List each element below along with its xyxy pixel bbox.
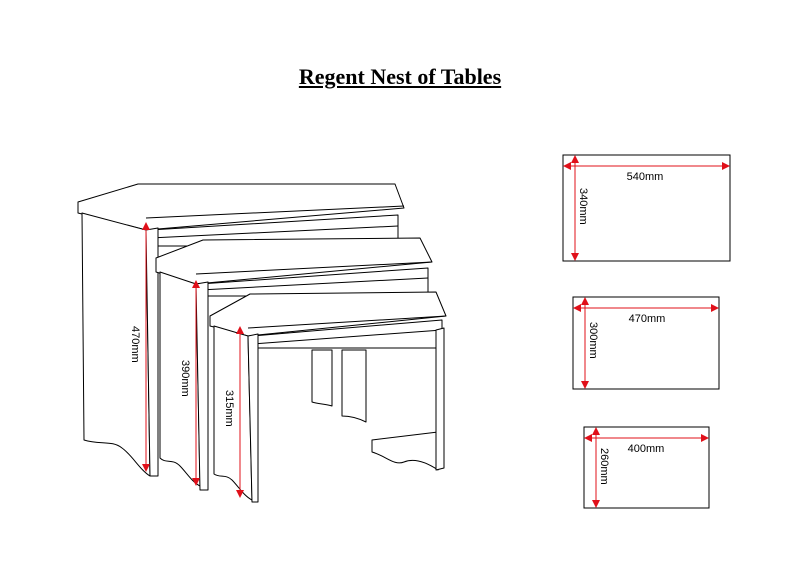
top-view-medium-depth-label: 300mm — [587, 322, 599, 359]
top-view-large-outline — [562, 154, 731, 262]
top-view-small-depth-label: 260mm — [598, 448, 610, 485]
rear-legs — [311, 349, 439, 471]
small-table — [209, 291, 447, 503]
large-height-label: 470mm — [129, 326, 141, 363]
large-table-top — [77, 183, 405, 231]
top-view-small: 400mm 260mm — [583, 426, 710, 509]
top-view-medium: 470mm 300mm — [572, 296, 720, 390]
medium-table-side-panel — [159, 271, 201, 487]
height-dimensions: 470mm 390mm 315mm — [129, 222, 244, 498]
top-view-large: 540mm 340mm — [562, 154, 731, 262]
medium-height-label: 390mm — [179, 360, 191, 397]
page-title: Regent Nest of Tables — [298, 64, 502, 89]
top-view-medium-outline — [572, 296, 720, 390]
top-view-small-width-label: 400mm — [628, 443, 665, 455]
top-view-medium-width-label: 470mm — [629, 313, 666, 325]
top-view-large-depth-label: 340mm — [577, 188, 589, 225]
small-height-label: 315mm — [223, 390, 235, 427]
small-table-side-panel — [213, 325, 253, 501]
large-table-side-panel — [81, 212, 151, 477]
top-view-small-outline — [583, 426, 710, 509]
large-table — [77, 183, 405, 477]
medium-table — [155, 237, 433, 491]
top-view-large-width-label: 540mm — [627, 171, 664, 183]
